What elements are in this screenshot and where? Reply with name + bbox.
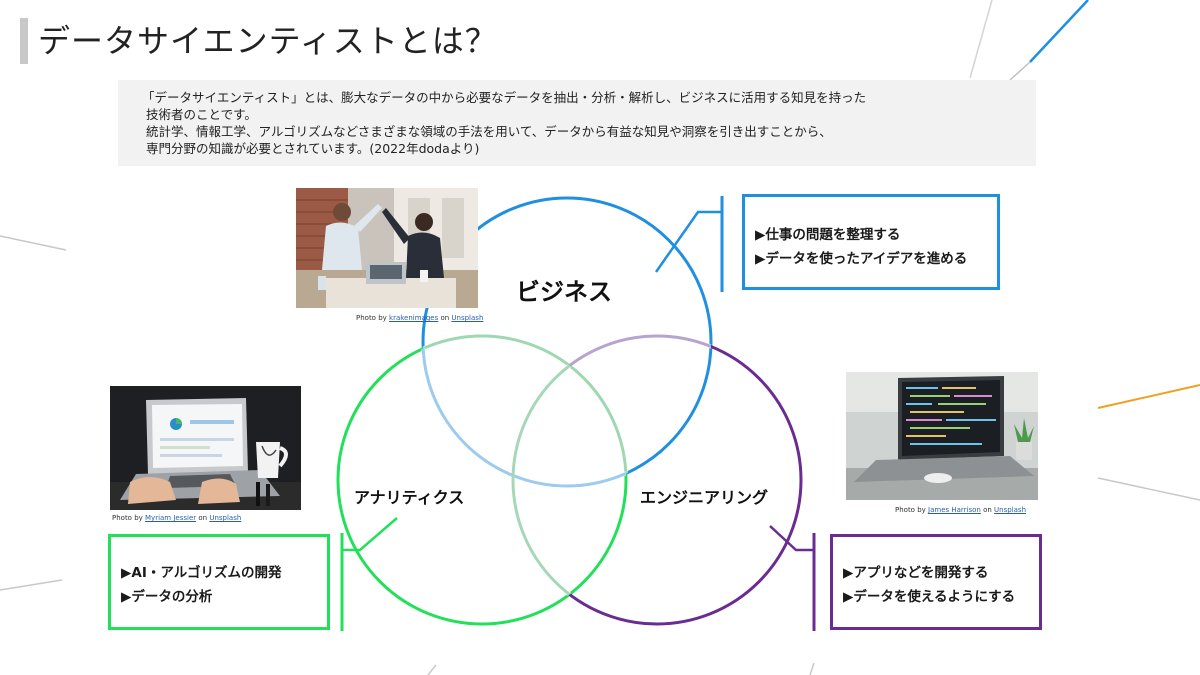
definition-box: 「データサイエンティスト」とは、膨大なデータの中から必要なデータを抽出・分析・解… bbox=[118, 80, 1036, 166]
business-item: ▶データを使ったアイデアを進める bbox=[755, 251, 968, 267]
definition-line: 統計学、情報工学、アルゴリズムなどさまざまな領域の手法を用いて、データから有益な… bbox=[146, 124, 832, 139]
engineering-item: ▶データを使えるようにする bbox=[843, 589, 1016, 605]
definition-line: 技術者のことです。 bbox=[146, 107, 257, 122]
analytics-connector bbox=[342, 517, 398, 552]
unsplash-link[interactable]: Unsplash bbox=[209, 514, 242, 522]
photo-credit: Photo by James Harrison on Unsplash bbox=[895, 506, 1026, 514]
business-label: ビジネス bbox=[516, 278, 612, 306]
unsplash-link[interactable]: Unsplash bbox=[451, 314, 484, 322]
engineering-label: エンジニアリング bbox=[640, 488, 769, 507]
credit-middle: on bbox=[980, 506, 995, 514]
engineering-item: ▶アプリなどを開発する bbox=[843, 565, 989, 581]
analytics-item: ▶データの分析 bbox=[121, 589, 213, 605]
definition-line: 専門分野の知識が必要とされています。(2022年dodaより) bbox=[146, 141, 480, 156]
business-connector bbox=[654, 210, 722, 273]
photo-credit: Photo by Myriam Jessier on Unsplash bbox=[112, 514, 241, 522]
business-meeting-photo bbox=[296, 188, 478, 308]
credit-prefix: Photo by bbox=[112, 514, 146, 522]
photographer-link[interactable]: krakenimages bbox=[389, 314, 439, 322]
definition-line: 「データサイエンティスト」とは、膨大なデータの中から必要なデータを抽出・分析・解… bbox=[142, 90, 867, 105]
credit-middle: on bbox=[196, 514, 210, 522]
credit-prefix: Photo by bbox=[356, 314, 390, 322]
page-title: データサイエンティストとは？ bbox=[38, 22, 498, 60]
laptop-code-photo bbox=[846, 372, 1038, 500]
photo-credit: Photo by krakenimages on Unsplash bbox=[356, 314, 483, 322]
analytics-label: アナリティクス bbox=[354, 488, 465, 507]
unsplash-link[interactable]: Unsplash bbox=[994, 506, 1027, 514]
credit-middle: on bbox=[438, 314, 452, 322]
laptop-analytics-photo bbox=[110, 386, 301, 510]
analytics-item: ▶AI・アルゴリズムの開発 bbox=[121, 565, 282, 581]
credit-prefix: Photo by bbox=[895, 506, 929, 514]
business-description-box: ▶仕事の問題を整理する ▶データを使ったアイデアを進める bbox=[742, 194, 1000, 290]
engineering-description-box: ▶アプリなどを開発する ▶データを使えるようにする bbox=[830, 534, 1042, 630]
analytics-description-box: ▶AI・アルゴリズムの開発 ▶データの分析 bbox=[108, 534, 330, 630]
business-item: ▶仕事の問題を整理する bbox=[755, 227, 901, 243]
photographer-link[interactable]: Myriam Jessier bbox=[145, 514, 197, 522]
photographer-link[interactable]: James Harrison bbox=[928, 506, 981, 514]
engineering-connector bbox=[769, 525, 814, 552]
title-accent-bar bbox=[20, 18, 28, 64]
